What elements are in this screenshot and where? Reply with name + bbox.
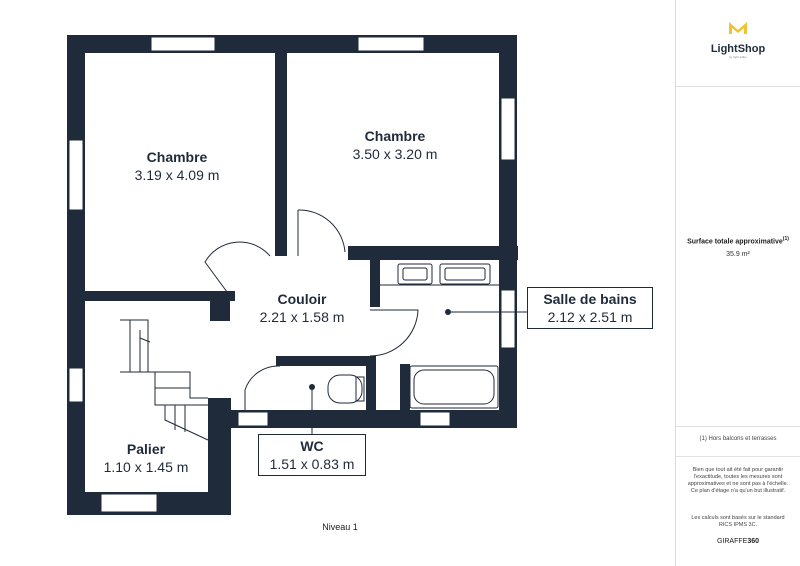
room-markers [309,309,451,390]
brand-name: LightShop [710,43,766,55]
window-3 [68,139,84,211]
lightshop-logo-icon [729,22,747,34]
window-4 [500,97,516,161]
credit-suffix: 360 [747,538,760,545]
bath-partition [400,364,410,410]
room-label-couloir: Couloir 2.21 x 1.58 m [232,290,372,326]
brand-block: LightShop by light sidler [676,20,800,59]
divider [676,86,800,87]
room-name: WC [300,438,324,454]
bedroom-bottom-wall [85,291,235,301]
window-6 [68,367,84,403]
bathroom-left-wall [370,260,380,307]
leader-lines [311,311,527,434]
wc-marker [309,384,315,390]
bottom-wall-right [230,410,517,428]
bathroom-marker [445,309,451,315]
credit-prefix: GIRAFFE [716,538,748,545]
bathroom-top-wall [348,246,518,260]
room-dimensions: 3.50 x 3.20 m [352,146,438,162]
palier-right-wall [208,398,231,515]
surface-value: 35.9 m² [726,251,750,259]
door-bathroom [369,309,419,357]
info-panel: LightShop by light sidler Surface totale… [675,0,800,566]
room-dimensions: 1.10 x 1.45 m [103,459,189,475]
stair-arrow [139,337,151,343]
room-name: Chambre [364,128,426,144]
surface-block: Surface totale approximative(1) 35.9 m² [676,236,800,258]
room-dimensions: 2.12 x 2.51 m [547,309,633,325]
standard-note: Les calculs sont basés sur le standard R… [691,515,785,528]
right-wall [499,35,517,410]
window-1 [150,36,216,52]
wc-right-wall [366,356,376,410]
room-name: Chambre [146,149,208,165]
footnote: (1) Hors balcons et terrasses [699,436,777,442]
toilet [327,374,363,404]
surface-title-text: Surface totale approximative [687,238,783,246]
bedroom-divider-wall [275,52,287,256]
room-label-chambre-2: Chambre 3.50 x 3.20 m [325,127,465,163]
room-label-salle-de-bains: Salle de bains 2.12 x 2.51 m [527,287,653,329]
window-2 [357,36,425,52]
divider [676,426,800,427]
wall-corner [210,301,230,321]
room-dimensions: 1.51 x 0.83 m [269,456,355,472]
window-9 [419,411,451,427]
bathtub [409,365,499,409]
sink-1 [397,263,433,285]
room-label-palier: Palier 1.10 x 1.45 m [86,440,206,476]
floor-plan: Chambre 3.19 x 4.09 m Chambre 3.50 x 3.2… [67,35,653,532]
floor-plan-drawing [67,35,527,515]
room-dimensions: 2.21 x 1.58 m [259,309,345,325]
top-wall [67,35,517,53]
surface-title: Surface totale approximative(1) [676,236,800,245]
room-dimensions: 3.19 x 4.09 m [134,167,220,183]
room-name: Salle de bains [543,291,637,307]
door-wc [244,365,281,410]
divider [676,456,800,457]
left-wall [67,35,85,515]
room-label-chambre-1: Chambre 3.19 x 4.09 m [107,148,247,184]
disclaimer: Bien que tout ait été fait pour garantir… [687,467,789,494]
level-label: Niveau 1 [322,522,358,532]
sink-2 [439,263,491,285]
window-5 [500,289,516,349]
door-bedroom-right [297,209,346,256]
window-8 [237,411,269,427]
room-name: Palier [126,441,166,457]
window-7 [100,493,158,513]
room-name: Couloir [277,291,327,307]
door-bedroom-left [204,241,271,297]
wc-top-wall [276,356,376,366]
surface-title-sup: (1) [782,236,789,242]
credit: GIRAFFE360 [676,538,800,545]
wall-stub [100,291,112,301]
room-label-wc: WC 1.51 x 0.83 m [258,434,366,476]
brand-tagline: by light sidler [729,55,747,59]
staircase [120,319,209,441]
fixtures [120,209,499,441]
windows [68,36,516,513]
